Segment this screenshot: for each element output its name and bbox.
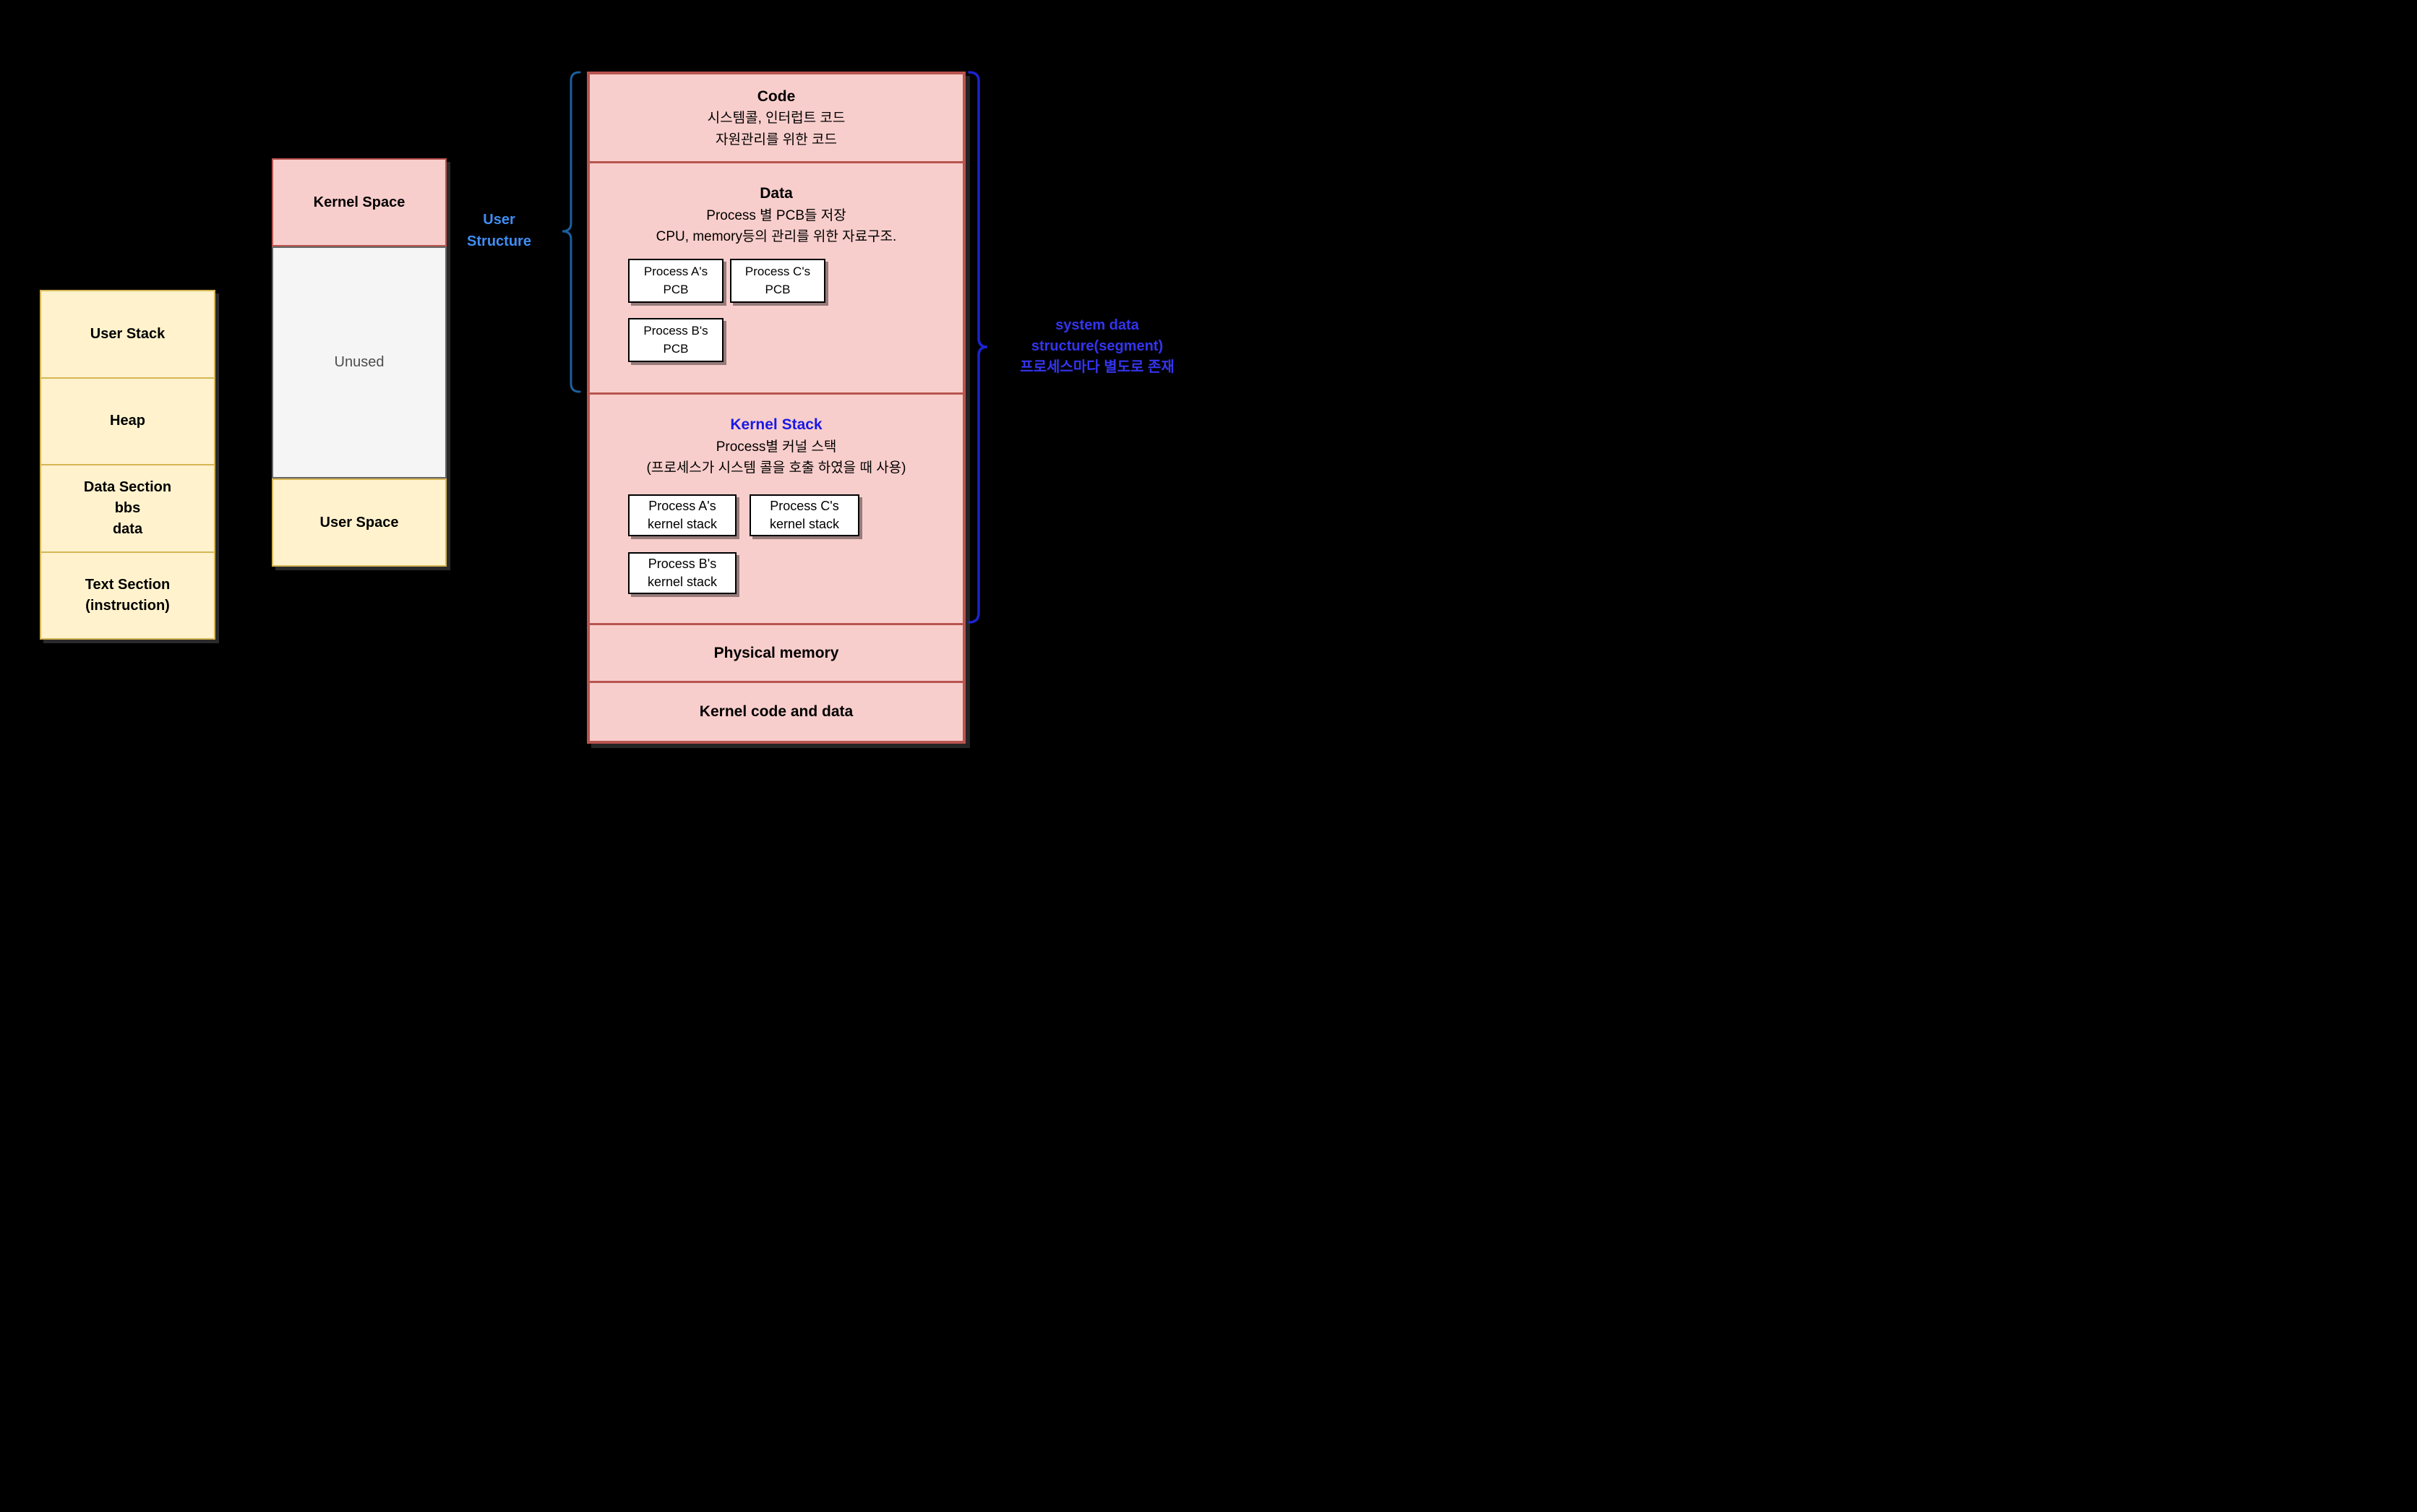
process-a-pcb-label: Process A's PCB — [643, 265, 708, 296]
user-structure-annotation: User Structure — [467, 212, 531, 249]
process-memory-box: User Stack Heap Data Section bbs data Te… — [40, 290, 215, 640]
text-section: Text Section (instruction) — [41, 551, 214, 639]
kernel-space-section: Kernel Space — [272, 158, 447, 246]
code-section: Code 시스템콜, 인터럽트 코드 자원관리를 위한 코드 — [590, 74, 963, 161]
user-space-label: User Space — [319, 514, 399, 531]
unused-label: Unused — [334, 354, 385, 370]
physical-memory-label: Physical memory — [713, 644, 839, 661]
kernel-stack-title: Kernel Stack — [730, 416, 823, 433]
system-data-annotation: system data structure(segment) 프로세스마다 별도… — [1020, 317, 1175, 375]
process-c-kernel-stack-box: Process C's kernel stack — [750, 494, 859, 537]
kernel-memory-box: Code 시스템콜, 인터럽트 코드 자원관리를 위한 코드 Data Proc… — [587, 72, 966, 744]
user-space-section: User Space — [272, 478, 447, 567]
process-a-kernel-stack-box: Process A's kernel stack — [628, 494, 737, 537]
process-c-pcb-box: Process C's PCB — [730, 259, 825, 304]
process-a-pcb-box: Process A's PCB — [628, 259, 724, 304]
code-body: 시스템콜, 인터럽트 코드 자원관리를 위한 코드 — [707, 111, 846, 147]
process-c-kernel-stack-label: Process C's kernel stack — [769, 499, 840, 532]
physical-memory-section: Physical memory — [590, 623, 963, 681]
text-section-label: Text Section (instruction) — [85, 576, 171, 614]
kernel-stack-body: Process별 커널 스택 (프로세스가 시스템 콜을 호출 하였을 때 사용… — [646, 439, 906, 476]
process-b-kernel-stack-box: Process B's kernel stack — [628, 552, 737, 595]
data-section-label: Data Section bbs data — [83, 478, 172, 537]
user-stack-label: User Stack — [90, 325, 166, 342]
process-a-kernel-stack-label: Process A's kernel stack — [647, 499, 718, 532]
kernel-stack-section: Kernel Stack Process별 커널 스택 (프로세스가 시스템 콜… — [590, 392, 963, 623]
heap-label: Heap — [110, 413, 145, 429]
heap-section: Heap — [41, 377, 214, 465]
data-section: Data Section bbs data — [41, 464, 214, 551]
process-b-kernel-stack-label: Process B's kernel stack — [647, 557, 718, 590]
diagram-canvas: User Stack Heap Data Section bbs data Te… — [0, 0, 1208, 756]
kernel-code-data-label: Kernel code and data — [699, 703, 854, 721]
data-title: Data — [760, 185, 793, 202]
user-stack-section: User Stack — [41, 291, 214, 377]
process-c-pcb-label: Process C's PCB — [744, 265, 811, 296]
kernel-code-data-section: Kernel code and data — [590, 681, 963, 741]
kernel-space-label: Kernel Space — [313, 194, 405, 210]
data-pcb-section: Data Process 별 PCB들 저장 CPU, memory등의 관리를… — [590, 161, 963, 392]
process-b-pcb-box: Process B's PCB — [628, 318, 724, 363]
code-title: Code — [757, 87, 796, 105]
data-body: Process 별 PCB들 저장 CPU, memory등의 관리를 위한 자… — [656, 207, 897, 244]
user-structure-brace — [562, 71, 581, 393]
system-data-brace — [968, 71, 988, 624]
unused-section: Unused — [272, 246, 447, 478]
address-space-box: Kernel Space Unused User Space — [272, 158, 447, 567]
process-b-pcb-label: Process B's PCB — [643, 324, 708, 356]
